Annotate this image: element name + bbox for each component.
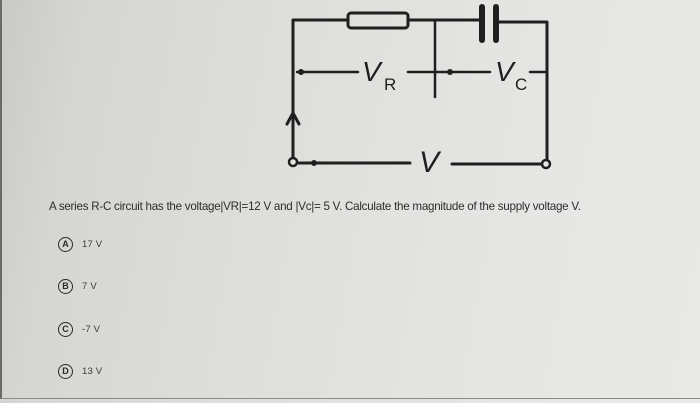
option-a-label: 17 V xyxy=(82,239,103,250)
option-b-label: 7 V xyxy=(82,281,97,292)
current-arrow-icon xyxy=(285,111,301,126)
option-d-radio[interactable]: D xyxy=(58,364,73,379)
label-vc-sub: C xyxy=(515,75,527,94)
option-c-radio[interactable]: C xyxy=(58,322,73,337)
option-c-label: -7 V xyxy=(82,324,101,335)
option-b[interactable]: B 7 V xyxy=(58,279,97,294)
label-vr-sub: R xyxy=(384,75,396,94)
label-vr: V xyxy=(362,56,383,87)
terminal-left-icon xyxy=(287,156,299,168)
option-d-label: 13 V xyxy=(82,366,103,377)
rc-circuit-diagram: V R V C V xyxy=(285,4,552,174)
option-b-radio[interactable]: B xyxy=(58,279,73,294)
label-vc: V xyxy=(495,56,516,87)
option-a[interactable]: A 17 V xyxy=(58,237,102,252)
terminal-right-icon xyxy=(540,158,552,170)
resistor-icon xyxy=(346,11,410,30)
label-v: V xyxy=(419,146,442,174)
option-a-radio[interactable]: A xyxy=(58,237,73,252)
option-c[interactable]: C -7 V xyxy=(58,322,100,337)
option-d[interactable]: D 13 V xyxy=(58,364,102,379)
question-text: A series R-C circuit has the voltage|VR|… xyxy=(49,200,581,213)
